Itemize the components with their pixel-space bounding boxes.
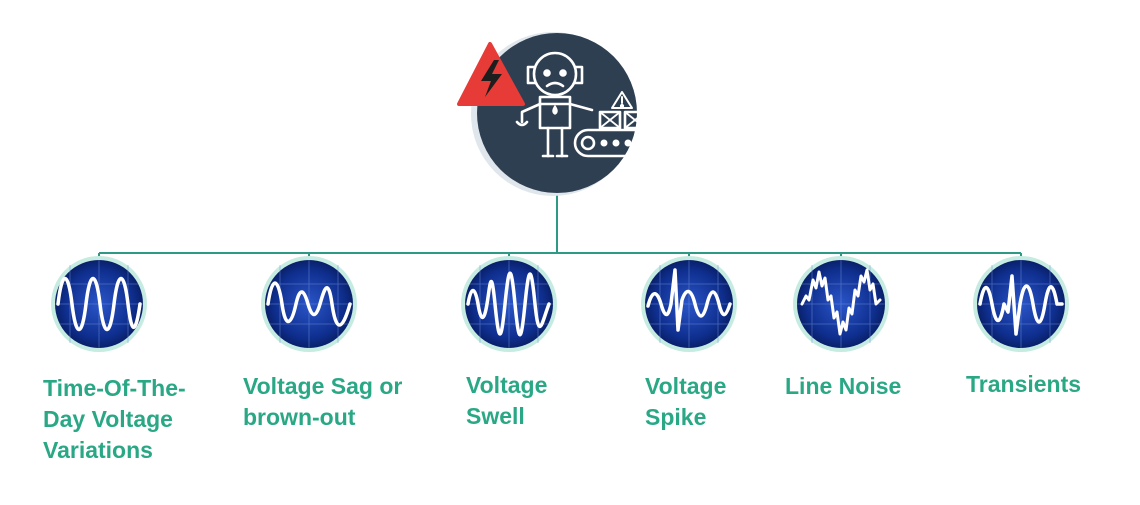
node-voltage-spike [641, 256, 737, 352]
label-line: Spike [645, 404, 707, 430]
label-line: Time-Of-The- [43, 375, 186, 401]
label-line: Transients [966, 371, 1082, 397]
label-line: Voltage [466, 372, 548, 398]
label-line: Variations [43, 437, 153, 463]
node-voltage-sag [261, 256, 357, 352]
scope-grid [265, 260, 353, 348]
label-line: Day Voltage [43, 406, 173, 432]
label-voltage-sag: Voltage Sag or brown-out [243, 371, 402, 433]
label-transients: Transients [966, 369, 1081, 400]
label-line: Voltage Sag or [243, 373, 403, 399]
node-line-noise [793, 256, 889, 352]
sag-wave-icon [266, 281, 352, 327]
label-voltage-spike: Voltage Spike [645, 371, 726, 433]
connector-lines [98, 193, 1022, 258]
label-line: Swell [466, 403, 525, 429]
label-time-of-day: Time-Of-The- Day Voltage Variations [43, 373, 186, 466]
root-node [457, 32, 649, 196]
robot-warning-icon [515, 51, 649, 158]
label-line: Voltage [645, 373, 727, 399]
node-transients [973, 256, 1069, 352]
label-line: Line Noise [785, 373, 902, 399]
transient-wave-icon [978, 274, 1064, 336]
label-line-noise: Line Noise [785, 371, 901, 402]
label-voltage-swell: Voltage Swell [466, 370, 547, 432]
lightning-icon [457, 42, 525, 106]
node-time-of-day [51, 256, 147, 352]
noise-wave-icon [800, 268, 882, 336]
sine-wave-icon [56, 277, 142, 331]
swell-wave-icon [466, 271, 551, 337]
label-line: brown-out [243, 404, 356, 430]
node-voltage-swell [461, 256, 557, 352]
spike-wave-icon [646, 268, 732, 332]
